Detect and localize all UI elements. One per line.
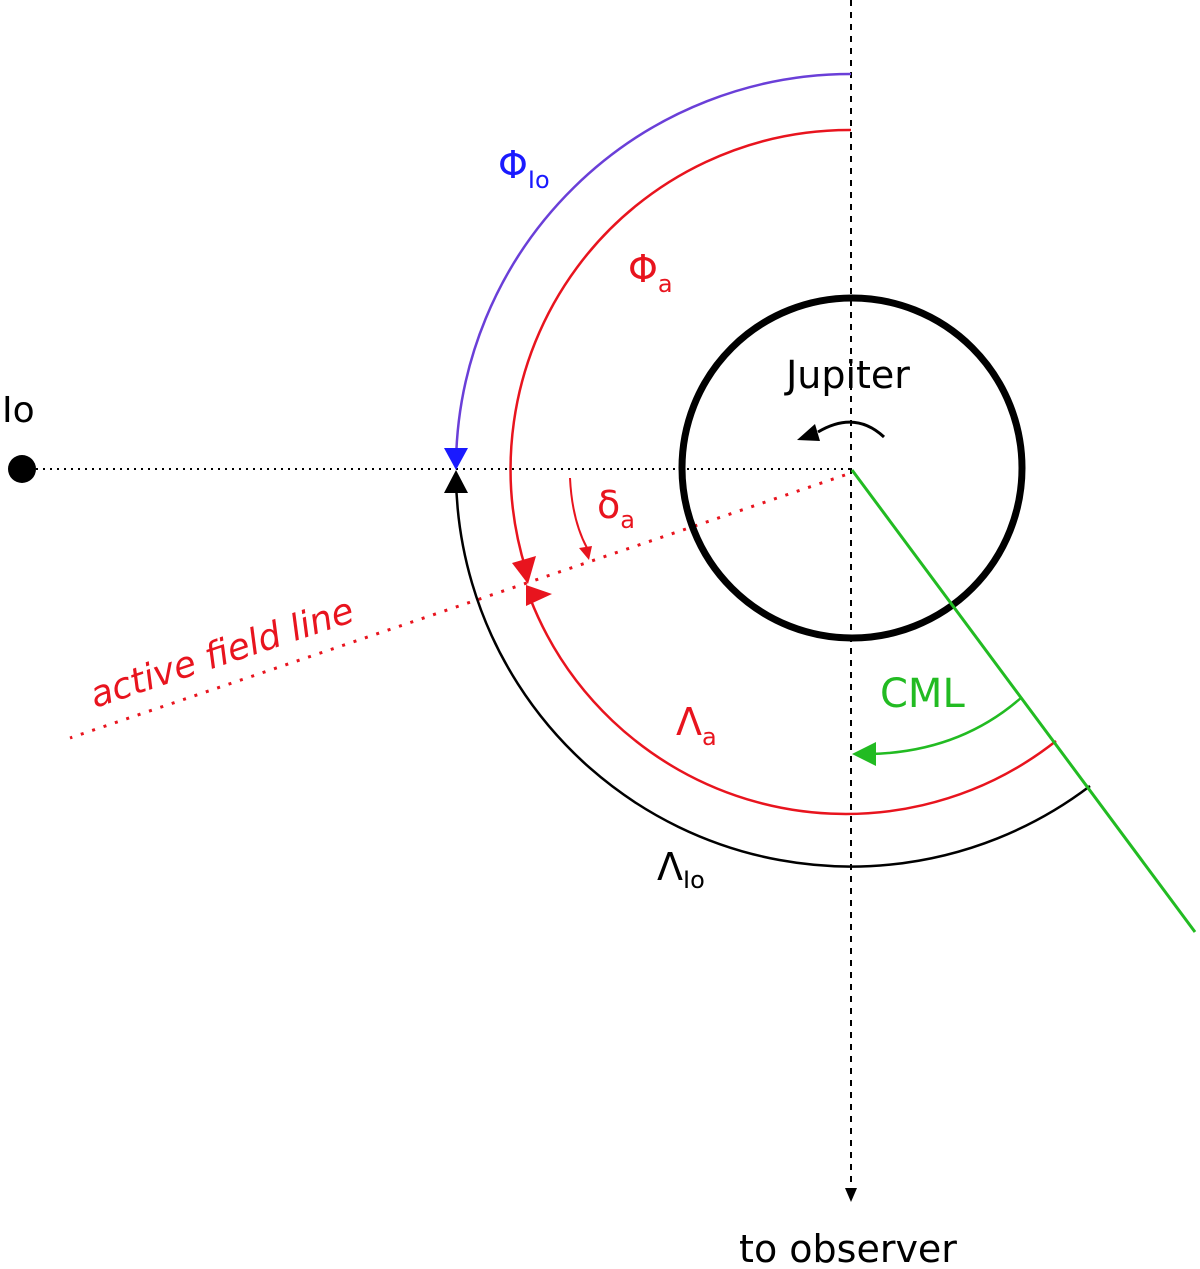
io-moon [8,455,36,483]
lambda-a-sub: a [702,723,717,751]
jupiter-planet [678,294,1026,642]
lambda-io-label: ΛIo [657,845,705,894]
lambda-io-sub: Io [683,866,705,894]
delta-a-main: δ [597,483,620,527]
observer-axis-arrowhead [845,1188,857,1202]
lambda-a-main: Λ [676,700,702,744]
jupiter-rotation-arrowhead [797,424,820,441]
jupiter-label: Jupiter [784,353,910,397]
lambda-io-arrowhead [444,470,468,493]
lambda-a-arrowhead [526,585,552,606]
phi-a-main: Φ [628,247,658,291]
phi-io-label: ΦIo [498,143,550,194]
delta-a-label: δa [597,483,635,534]
jupiter-rotation-arrow [817,420,886,439]
delta-a-arc [569,477,588,549]
phi-io-sub: Io [528,166,550,194]
cml-line [850,469,1197,933]
cml-arc [869,696,1023,756]
lambda-a-arc [528,597,1057,816]
lambda-a-label: Λa [676,700,717,751]
delta-a-arrowhead [579,546,592,560]
phi-a-arrowhead [512,556,536,584]
phi-a-arc [509,128,852,571]
lambda-io-arc [454,477,1091,868]
lambda-io-main: Λ [657,845,683,889]
delta-a-sub: a [620,506,635,534]
to-observer-label: to observer [739,1227,957,1269]
cml-label: CML [880,671,965,717]
phi-a-label: Φa [628,247,673,298]
io-label: Io [2,390,35,431]
phi-io-arc [454,72,852,463]
phi-io-main: Φ [498,143,528,187]
phi-a-sub: a [658,270,673,298]
phi-io-arrowhead [444,448,468,470]
active-field-line [69,473,846,740]
active-field-line-label: active field line [85,590,359,716]
cml-arrowhead [852,742,876,766]
